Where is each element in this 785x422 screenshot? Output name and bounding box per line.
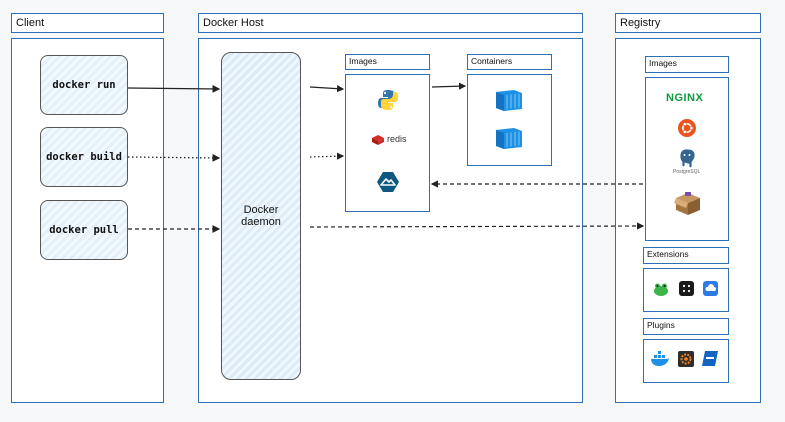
containers-title: Containers bbox=[471, 56, 513, 66]
plugins-header: Plugins bbox=[643, 318, 729, 335]
containers-box bbox=[467, 74, 552, 166]
redis-icon bbox=[372, 135, 384, 145]
gear-plugin-icon bbox=[678, 351, 694, 367]
client-title: Client bbox=[16, 17, 45, 29]
images-to-containers-arrow bbox=[431, 82, 467, 90]
registry-title: Registry bbox=[620, 17, 661, 29]
box-icon bbox=[674, 192, 700, 215]
alpine-icon bbox=[377, 172, 399, 192]
registry-images-header: Images bbox=[645, 56, 729, 73]
docker-run-command: docker run bbox=[40, 55, 128, 115]
frog-extension-icon bbox=[654, 283, 668, 296]
docker-host-header: Docker Host bbox=[198, 13, 583, 33]
container-icon bbox=[496, 128, 522, 149]
docker-host-title: Docker Host bbox=[203, 17, 264, 29]
host-images-title: Images bbox=[349, 56, 377, 66]
docker-pull-label: docker pull bbox=[49, 224, 119, 236]
postgresql-label: PostgreSQL bbox=[673, 169, 701, 175]
ubuntu-icon bbox=[678, 119, 696, 137]
docker-pull-command: docker pull bbox=[40, 200, 128, 260]
python-icon bbox=[378, 90, 398, 110]
extensions-title: Extensions bbox=[647, 249, 689, 259]
daemon-build-arrow bbox=[309, 152, 345, 160]
docker-run-label: docker run bbox=[52, 79, 116, 91]
host-images-header: Images bbox=[345, 54, 430, 70]
daemon-line2: daemon bbox=[241, 216, 281, 228]
redis-label: redis bbox=[387, 134, 407, 144]
container-icon bbox=[496, 90, 522, 111]
build-arrow bbox=[127, 154, 221, 162]
cloud-extension-icon bbox=[703, 281, 718, 296]
client-header: Client bbox=[11, 13, 164, 33]
plugin-badge-icon bbox=[702, 351, 718, 366]
run-arrow bbox=[127, 85, 221, 93]
docker-build-command: docker build bbox=[40, 127, 128, 187]
extensions-header: Extensions bbox=[643, 247, 729, 264]
daemon-line1: Docker bbox=[243, 204, 279, 216]
containers-header: Containers bbox=[467, 54, 552, 70]
daemon-to-registry-arrow bbox=[309, 222, 645, 230]
registry-header: Registry bbox=[615, 13, 761, 33]
grid-extension-icon bbox=[679, 281, 694, 296]
nginx-logo: NGINX bbox=[666, 92, 704, 104]
docker-build-label: docker build bbox=[46, 151, 122, 163]
registry-images-title: Images bbox=[649, 58, 677, 68]
daemon-to-images-arrow bbox=[309, 85, 345, 93]
postgresql-icon bbox=[679, 148, 696, 169]
whale-plugin-icon bbox=[651, 351, 669, 366]
plugins-title: Plugins bbox=[647, 320, 675, 330]
